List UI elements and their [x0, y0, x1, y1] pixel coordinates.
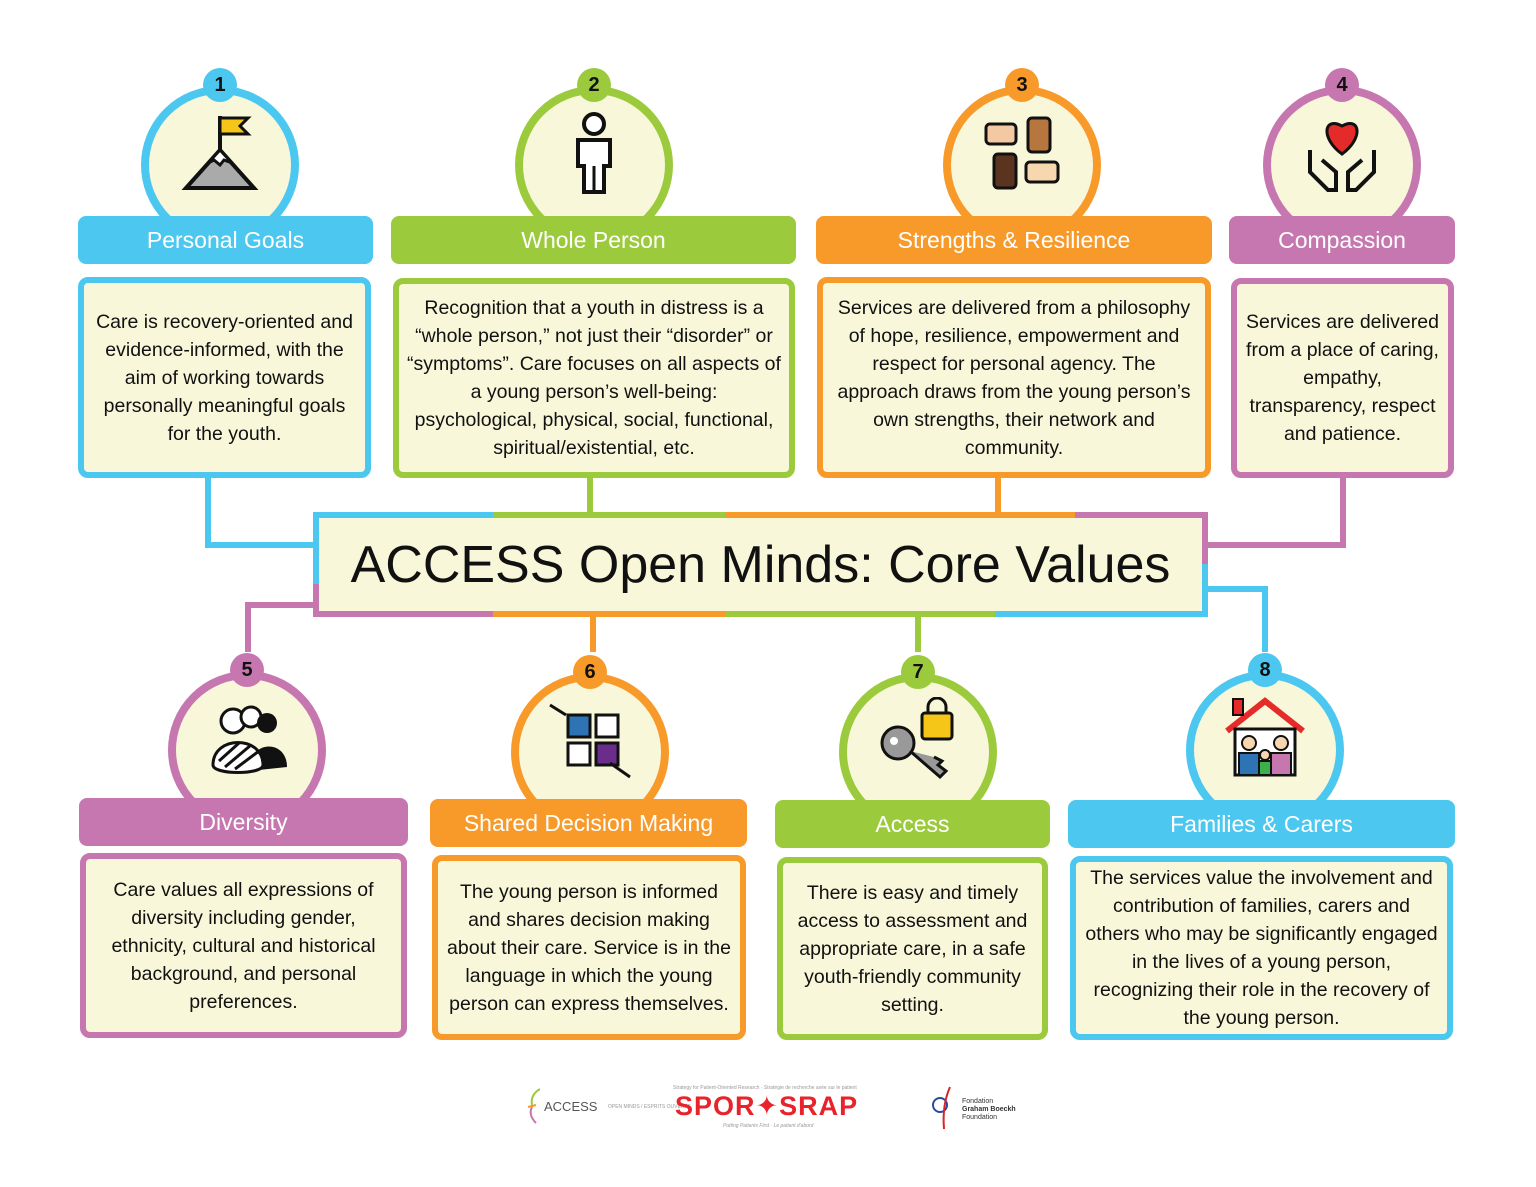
- connector-line: [587, 478, 593, 514]
- number-badge: 7: [901, 655, 935, 689]
- value-heading: Personal Goals: [78, 216, 373, 264]
- diverse-people-icon: [211, 705, 287, 774]
- value-heading: Compassion: [1229, 216, 1455, 264]
- value-description: Services are delivered from a place of c…: [1231, 278, 1454, 478]
- value-description: The young person is informed and shares …: [432, 855, 746, 1040]
- connector-line: [915, 615, 921, 652]
- number-badge: 2: [577, 68, 611, 102]
- value-description: There is easy and timely access to asses…: [777, 857, 1048, 1040]
- value-description: Services are delivered from a philosophy…: [817, 277, 1211, 478]
- connector-line: [995, 478, 1001, 514]
- heart-hands-icon: [1308, 122, 1376, 192]
- value-heading: Whole Person: [391, 216, 796, 264]
- person-icon: [576, 112, 612, 194]
- connector-line: [245, 602, 315, 608]
- title-text: ACCESS Open Minds: Core Values: [350, 535, 1171, 594]
- page-title: ACCESS Open Minds: Core Values: [313, 512, 1208, 617]
- key-lock-icon: [880, 697, 954, 780]
- number-badge: 1: [203, 68, 237, 102]
- joined-hands-icon: [984, 116, 1060, 190]
- value-heading: Families & Carers: [1068, 800, 1455, 848]
- value-heading: Access: [775, 800, 1050, 848]
- access-open-minds-logo: ACCESS OPEN MINDS / ESPRITS OUVERTS: [526, 1085, 691, 1130]
- number-badge: 4: [1325, 68, 1359, 102]
- value-description: Recognition that a youth in distress is …: [393, 278, 795, 478]
- graham-boeckh-foundation-logo: Fondation Graham Boeckh Foundation: [930, 1085, 1025, 1130]
- number-badge: 5: [230, 653, 264, 687]
- value-description: Care values all expressions of diversity…: [80, 853, 407, 1038]
- title-frame: [313, 512, 1208, 617]
- mountain-flag-icon: [181, 116, 259, 190]
- value-heading: Shared Decision Making: [430, 799, 747, 847]
- value-heading: Diversity: [79, 798, 408, 846]
- value-heading: Strengths & Resilience: [816, 216, 1212, 264]
- number-badge: 8: [1248, 653, 1282, 687]
- connector-line: [1340, 478, 1346, 548]
- puzzle-hands-icon: [549, 703, 631, 779]
- number-badge: 6: [573, 655, 607, 689]
- value-description: The services value the involvement and c…: [1070, 856, 1453, 1040]
- connector-line: [1206, 542, 1346, 548]
- spor-srap-logo: Strategy for Patient-Oriented Research ·…: [673, 1085, 859, 1129]
- connector-line: [590, 615, 596, 652]
- connector-line: [1206, 586, 1268, 592]
- connector-line: [1262, 586, 1268, 652]
- connector-line: [245, 602, 251, 652]
- family-house-icon: [1225, 697, 1305, 777]
- number-badge: 3: [1005, 68, 1039, 102]
- value-description: Care is recovery-oriented and evidence-i…: [78, 277, 371, 478]
- connector-line: [205, 542, 315, 548]
- connector-line: [205, 477, 211, 548]
